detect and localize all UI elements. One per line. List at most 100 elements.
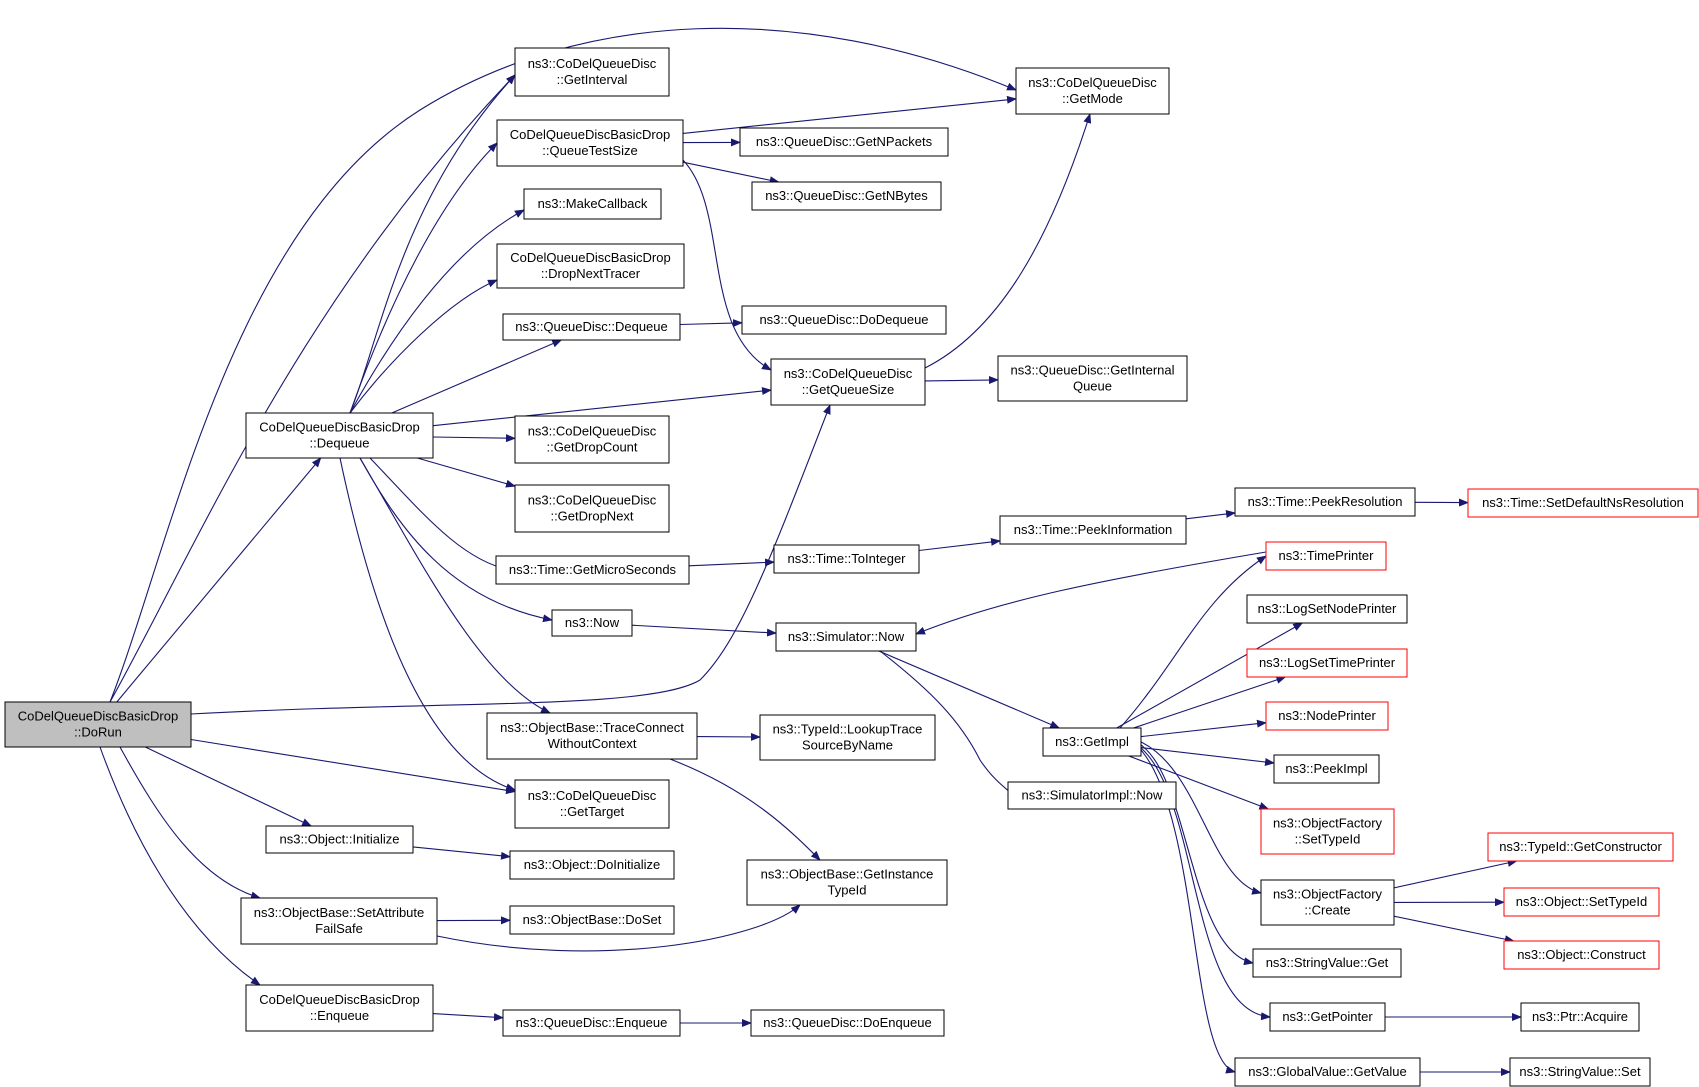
node-gettarget[interactable]: ns3::CoDelQueueDisc::GetTarget	[514, 779, 670, 829]
node-getnbytes[interactable]: ns3::QueueDisc::GetNBytes	[751, 181, 942, 211]
node-qd_dequeue[interactable]: ns3::QueueDisc::Dequeue	[502, 313, 681, 341]
edge-getimpl-to-logsettimeprinter	[1133, 676, 1287, 729]
edge-setattr-to-getinstancetypeid	[436, 904, 801, 952]
node-label-nodeprinter-0: ns3::NodePrinter	[1278, 708, 1376, 723]
node-getpointer[interactable]: ns3::GetPointer	[1269, 1002, 1386, 1032]
node-peekimpl[interactable]: ns3::PeekImpl	[1273, 754, 1380, 784]
node-makecallback[interactable]: ns3::MakeCallback	[523, 188, 662, 220]
node-peekresolution[interactable]: ns3::Time::PeekResolution	[1234, 487, 1416, 517]
node-box-getconstructor	[1487, 832, 1674, 862]
node-getnpackets[interactable]: ns3::QueueDisc::GetNPackets	[739, 127, 949, 157]
node-box-peekresolution	[1234, 487, 1416, 517]
node-label-peekresolution-0: ns3::Time::PeekResolution	[1248, 494, 1403, 509]
node-ofsettypeid[interactable]: ns3::ObjectFactory::SetTypeId	[1260, 808, 1395, 855]
node-box-peekinformation	[999, 515, 1187, 545]
node-nodeprinter[interactable]: ns3::NodePrinter	[1265, 701, 1389, 731]
node-getdropcount[interactable]: ns3::CoDelQueueDisc::GetDropCount	[514, 415, 670, 464]
node-objconstruct[interactable]: ns3::Object::Construct	[1503, 940, 1660, 970]
node-label-doenqueue-0: ns3::QueueDisc::DoEnqueue	[763, 1015, 931, 1030]
edge-qd_dequeue-to-dodequeue	[679, 319, 743, 328]
edge-getimpl-to-peekimpl	[1140, 747, 1275, 766]
node-box-dodequeue	[741, 305, 947, 335]
node-dequeue_t[interactable]: CoDelQueueDiscBasicDrop::Dequeue	[245, 412, 434, 459]
node-ofcreate[interactable]: ns3::ObjectFactory::Create	[1260, 879, 1395, 926]
node-box-gettarget	[514, 779, 670, 829]
node-label-enqueue_t-0: CoDelQueueDiscBasicDrop	[259, 992, 419, 1007]
edge-ofcreate-to-getconstructor	[1393, 859, 1518, 889]
edge-getimpl-to-logsetnodeprinter	[1116, 622, 1304, 729]
node-box-dorun	[4, 701, 192, 748]
node-logsetnodeprinter[interactable]: ns3::LogSetNodePrinter	[1246, 594, 1408, 624]
node-box-lookuptrace	[759, 714, 936, 761]
node-label-gettarget-0: ns3::CoDelQueueDisc	[528, 788, 657, 803]
node-globalvalueget[interactable]: ns3::GlobalValue::GetValue	[1234, 1057, 1421, 1087]
node-simimplnow[interactable]: ns3::SimulatorImpl::Now	[1007, 781, 1177, 810]
node-doenqueue[interactable]: ns3::QueueDisc::DoEnqueue	[750, 1009, 945, 1037]
node-stringvalueget[interactable]: ns3::StringValue::Get	[1252, 948, 1402, 978]
edge-dorun-to-getmode	[109, 27, 1017, 703]
node-doset[interactable]: ns3::ObjectBase::DoSet	[509, 905, 675, 935]
node-label-dequeue_t-0: CoDelQueueDiscBasicDrop	[259, 420, 419, 435]
edge-dequeue_t-to-now	[359, 457, 553, 623]
node-getimpl[interactable]: ns3::GetImpl	[1042, 727, 1142, 757]
edge-simnow-to-getimpl	[878, 650, 1061, 729]
node-label-simimplnow-0: ns3::SimulatorImpl::Now	[1022, 788, 1163, 803]
node-dropnexttracer[interactable]: CoDelQueueDiscBasicDrop::DropNextTracer	[496, 243, 685, 289]
edge-dequeue_t-to-dropnexttracer	[349, 279, 498, 414]
node-initialize[interactable]: ns3::Object::Initialize	[265, 825, 414, 854]
node-peekinformation[interactable]: ns3::Time::PeekInformation	[999, 515, 1187, 545]
node-ptracquire[interactable]: ns3::Ptr::Acquire	[1520, 1002, 1640, 1032]
node-box-ptracquire	[1520, 1002, 1640, 1032]
node-label-getinterval-0: ns3::CoDelQueueDisc	[528, 56, 657, 71]
node-label-getimpl-0: ns3::GetImpl	[1055, 734, 1129, 749]
node-box-getmicroseconds	[495, 555, 690, 585]
edge-dequeue_t-to-traceconnect	[359, 457, 551, 714]
edge-initialize-to-doinitialize	[412, 846, 511, 860]
node-label-ofcreate-1: ::Create	[1304, 903, 1350, 918]
node-label-getqueuesize-0: ns3::CoDelQueueDisc	[784, 366, 913, 381]
edge-dequeue_t-to-queuetestsize	[349, 142, 498, 414]
node-setdefaultns[interactable]: ns3::Time::SetDefaultNsResolution	[1467, 488, 1699, 518]
node-label-enqueue_t-1: ::Enqueue	[310, 1008, 369, 1023]
node-label-peekinformation-0: ns3::Time::PeekInformation	[1014, 522, 1172, 537]
node-logsettimeprinter[interactable]: ns3::LogSetTimePrinter	[1246, 648, 1408, 678]
node-label-dequeue_t-1: ::Dequeue	[310, 436, 370, 451]
node-box-ofsettypeid	[1260, 808, 1395, 855]
node-enqueue_t[interactable]: CoDelQueueDiscBasicDrop::Enqueue	[245, 984, 434, 1032]
node-dorun[interactable]: CoDelQueueDiscBasicDrop::DoRun	[4, 701, 192, 748]
node-getmicroseconds[interactable]: ns3::Time::GetMicroSeconds	[495, 555, 690, 585]
node-objsettypeid[interactable]: ns3::Object::SetTypeId	[1503, 887, 1660, 917]
node-qd_enqueue[interactable]: ns3::QueueDisc::Enqueue	[502, 1009, 681, 1037]
node-getdropnext[interactable]: ns3::CoDelQueueDisc::GetDropNext	[514, 484, 670, 533]
node-label-getinstancetypeid-0: ns3::ObjectBase::GetInstance	[761, 867, 934, 882]
node-now[interactable]: ns3::Now	[551, 609, 633, 637]
node-label-dropnexttracer-0: CoDelQueueDiscBasicDrop	[510, 250, 670, 265]
edge-enqueue_t-to-qd_enqueue	[432, 1013, 504, 1022]
node-box-doenqueue	[750, 1009, 945, 1037]
node-tointeger[interactable]: ns3::Time::ToInteger	[773, 544, 920, 574]
node-box-getpointer	[1269, 1002, 1386, 1032]
node-box-timeprinter	[1265, 541, 1387, 571]
node-label-timeprinter-0: ns3::TimePrinter	[1279, 548, 1375, 563]
node-label-getinstancetypeid-1: TypeId	[827, 883, 866, 898]
node-box-qd_enqueue	[502, 1009, 681, 1037]
node-stringvalueset[interactable]: ns3::StringValue::Set	[1509, 1057, 1651, 1087]
node-getconstructor[interactable]: ns3::TypeId::GetConstructor	[1487, 832, 1674, 862]
node-doinitialize[interactable]: ns3::Object::DoInitialize	[509, 850, 675, 880]
node-box-initialize	[265, 825, 414, 854]
node-dodequeue[interactable]: ns3::QueueDisc::DoDequeue	[741, 305, 947, 335]
node-label-makecallback-0: ns3::MakeCallback	[538, 196, 648, 211]
node-getqueuesize[interactable]: ns3::CoDelQueueDisc::GetQueueSize	[770, 358, 926, 406]
edge-queuetestsize-to-getmode	[682, 95, 1017, 134]
node-simnow[interactable]: ns3::Simulator::Now	[775, 622, 917, 652]
node-label-now-0: ns3::Now	[565, 615, 620, 630]
node-traceconnect[interactable]: ns3::ObjectBase::TraceConnectWithoutCont…	[486, 712, 698, 760]
node-getinterval[interactable]: ns3::CoDelQueueDisc::GetInterval	[514, 47, 670, 97]
node-getmode[interactable]: ns3::CoDelQueueDisc::GetMode	[1015, 67, 1170, 115]
node-queuetestsize[interactable]: CoDelQueueDiscBasicDrop::QueueTestSize	[496, 119, 684, 167]
node-timeprinter[interactable]: ns3::TimePrinter	[1265, 541, 1387, 571]
